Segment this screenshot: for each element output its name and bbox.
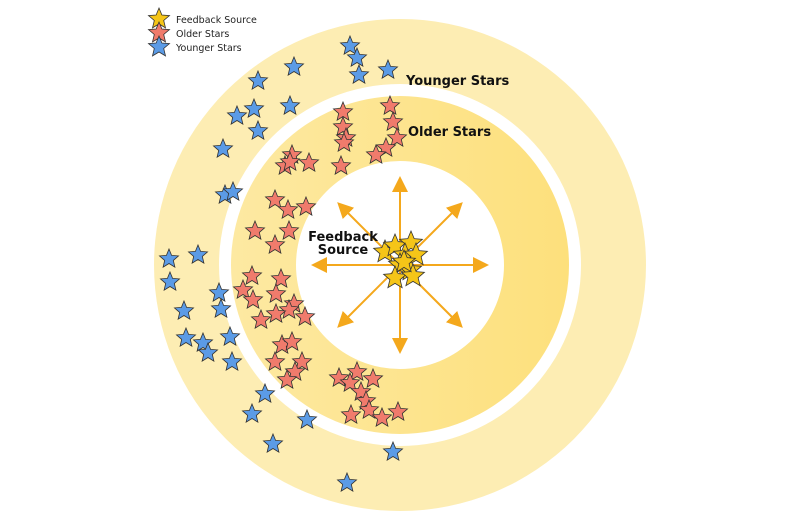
legend-label-older: Older Stars	[176, 29, 229, 40]
younger-star	[336, 471, 358, 492]
older-star	[265, 302, 287, 323]
older-star	[264, 350, 286, 371]
younger-star	[283, 55, 305, 76]
younger-star	[173, 299, 195, 320]
older-star	[379, 94, 401, 115]
older-star	[277, 198, 299, 219]
feedback-star	[400, 262, 426, 287]
older-star	[387, 400, 409, 421]
older-star	[244, 219, 266, 240]
younger-star	[346, 46, 368, 67]
older-star	[330, 154, 352, 175]
older-star	[264, 233, 286, 254]
older-star	[339, 371, 361, 392]
older-star	[371, 406, 393, 427]
younger-star	[222, 180, 244, 201]
older-star	[295, 195, 317, 216]
feedback-source-stars	[372, 229, 429, 289]
younger-star	[197, 341, 219, 362]
younger-star	[382, 440, 404, 461]
younger-star	[208, 281, 230, 302]
legend-star-younger-icon	[147, 34, 171, 57]
younger-star	[377, 58, 399, 79]
older-star	[333, 131, 355, 152]
older-star	[278, 298, 300, 319]
younger-star	[254, 382, 276, 403]
younger-stars	[158, 34, 404, 492]
older-star	[298, 151, 320, 172]
younger-star	[243, 97, 265, 118]
younger-star	[210, 297, 232, 318]
younger-star	[175, 326, 197, 347]
younger-star	[212, 137, 234, 158]
younger-star	[221, 350, 243, 371]
older-star	[241, 264, 263, 285]
older-star	[242, 288, 264, 309]
younger-star	[279, 94, 301, 115]
feedback-label-line1: Feedback	[308, 230, 378, 245]
legend-label-younger: Younger Stars	[175, 43, 242, 54]
younger-star	[296, 408, 318, 429]
older-star	[365, 143, 387, 164]
younger-star	[247, 69, 269, 90]
older-star	[232, 278, 254, 299]
older-star	[270, 267, 292, 288]
older-star	[382, 110, 404, 131]
older-star	[279, 150, 301, 171]
older-star	[278, 219, 300, 240]
older-star	[294, 305, 316, 326]
older-star	[362, 367, 384, 388]
older-star	[291, 350, 313, 371]
younger-star	[219, 325, 241, 346]
legend-label-feedback: Feedback Source	[176, 15, 257, 26]
younger-star	[241, 402, 263, 423]
younger-star	[159, 270, 181, 291]
feedback-label-line2: Source	[318, 243, 369, 258]
younger-star	[348, 63, 370, 84]
older-star	[281, 330, 303, 351]
legend: Feedback Source Older Stars Younger Star…	[147, 6, 257, 57]
older-star	[386, 126, 408, 147]
younger-star	[339, 34, 361, 55]
older-star	[332, 115, 354, 136]
older-star	[346, 360, 368, 381]
older-star	[264, 188, 286, 209]
older-stars-label: Older Stars	[408, 125, 491, 140]
older-star	[250, 308, 272, 329]
feedback-star	[391, 248, 417, 273]
younger-star	[158, 247, 180, 268]
older-stars	[232, 94, 409, 427]
older-star	[358, 398, 380, 419]
younger-star	[262, 432, 284, 453]
younger-stars-label: Younger Stars	[405, 74, 509, 89]
older-star	[340, 403, 362, 424]
younger-star	[247, 119, 269, 140]
younger-star	[226, 104, 248, 125]
older-star	[276, 368, 298, 389]
younger-star	[187, 243, 209, 264]
older-star	[265, 282, 287, 303]
